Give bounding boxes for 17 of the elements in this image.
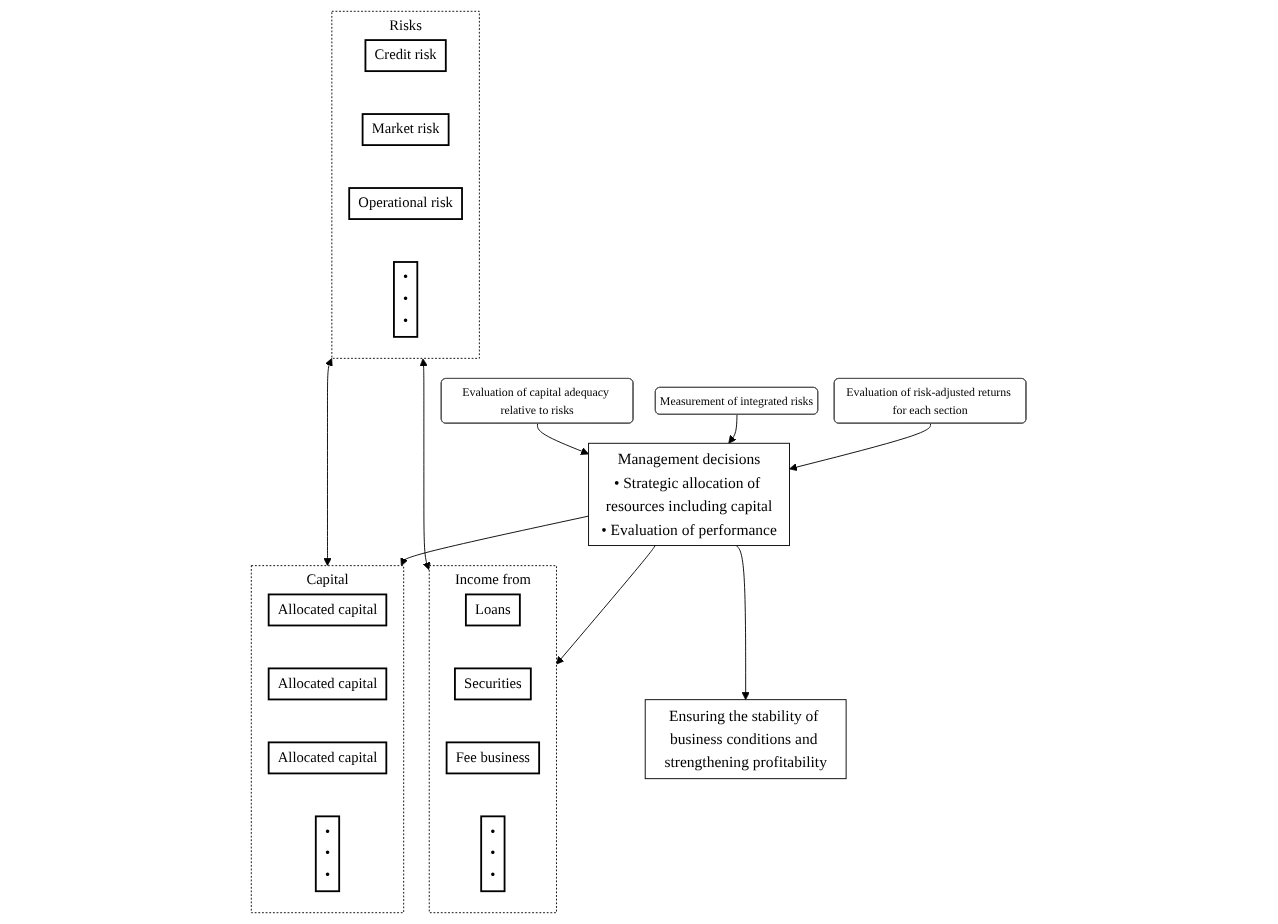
node-box <box>268 667 388 701</box>
node-box <box>454 667 533 701</box>
node-box <box>364 39 448 73</box>
cluster <box>251 565 405 914</box>
node-box <box>393 261 419 338</box>
node-box <box>446 741 541 775</box>
node-box <box>465 593 522 627</box>
node-box <box>268 593 388 627</box>
node-box <box>480 815 506 893</box>
node-box <box>348 187 464 220</box>
node-box <box>315 815 341 893</box>
node-box <box>362 113 450 146</box>
node-box <box>645 699 847 780</box>
cluster <box>429 565 558 914</box>
node-box <box>268 741 388 775</box>
node-box <box>588 442 791 546</box>
cluster <box>331 10 481 359</box>
